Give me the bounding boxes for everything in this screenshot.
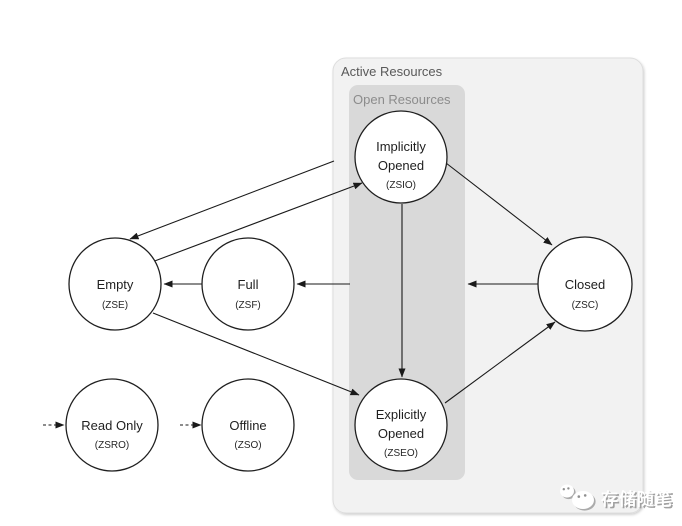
state-code: (ZSE) [102, 300, 128, 311]
state-circle-closed [537, 236, 633, 332]
state-name-line: Closed [565, 277, 605, 292]
state-code: (ZSF) [235, 300, 261, 311]
state-name-line: Explicitly [376, 407, 427, 422]
open-resources-label: Open Resources [353, 92, 451, 107]
state-explicitly-opened: Explicitly Opened (ZSEO) [354, 378, 448, 472]
active-resources-label: Active Resources [341, 64, 443, 79]
state-code: (ZSRO) [95, 440, 129, 451]
state-name-line: Opened [378, 426, 424, 441]
transition-explicitly-opened-to-closed [444, 321, 556, 404]
transition-implicitly-opened-to-closed [445, 162, 553, 246]
state-code: (ZSC) [572, 300, 599, 311]
transition-active-resources-to-empty [129, 160, 335, 240]
transition-empty-to-explicitly-opened [152, 312, 360, 396]
state-name-line: Read Only [81, 418, 143, 433]
state-circle-implicitly-opened [354, 110, 448, 204]
state-read-only: Read Only (ZSRO) [65, 378, 159, 472]
state-closed: Closed (ZSC) [537, 236, 633, 332]
state-implicitly-opened: Implicitly Opened (ZSIO) [354, 110, 448, 204]
transitions [43, 160, 556, 429]
state-circle-offline [201, 378, 295, 472]
state-name-line: Opened [378, 158, 424, 173]
state-circle-empty [68, 237, 162, 331]
state-name-line: Implicitly [376, 139, 426, 154]
transition-empty-to-implicitly-opened [151, 182, 363, 263]
state-code: (ZSEO) [384, 448, 418, 459]
state-name-line: Empty [97, 277, 134, 292]
chat-bubbles-icon [560, 484, 596, 511]
state-offline: Offline (ZSO) [201, 378, 295, 472]
state-circle-explicitly-opened [354, 378, 448, 472]
state-name-line: Offline [229, 418, 266, 433]
state-full: Full (ZSF) [201, 237, 295, 331]
state-code: (ZSO) [234, 440, 261, 451]
state-empty: Empty (ZSE) [68, 237, 162, 331]
state-name-line: Full [238, 277, 259, 292]
watermark-text-shadow: 存储随笔 [603, 491, 675, 511]
state-circle-full [201, 237, 295, 331]
state-circle-read-only [65, 378, 159, 472]
watermark: 存储随笔 存储随笔 [560, 484, 675, 511]
state-code: (ZSIO) [386, 180, 416, 191]
watermark-text: 存储随笔 [601, 489, 673, 509]
